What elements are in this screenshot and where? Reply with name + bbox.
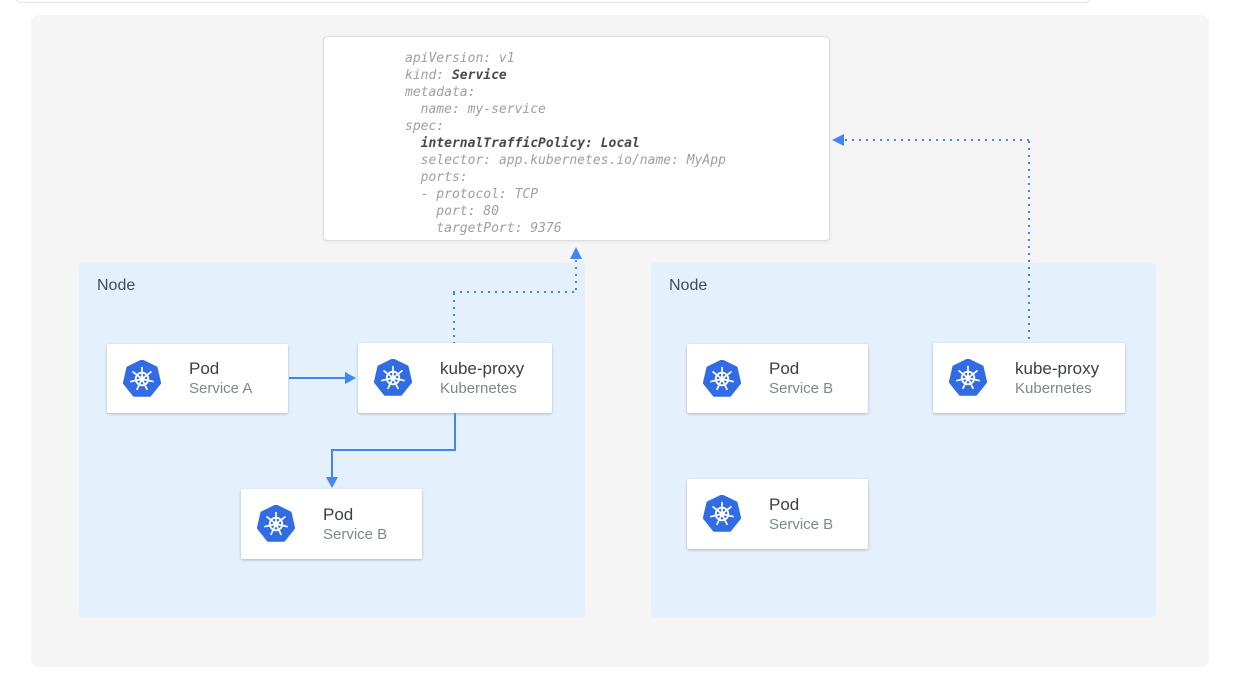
arrowhead-up-icon: [570, 247, 582, 259]
arrowhead-right-icon: [345, 372, 356, 384]
kubernetes-icon: [257, 505, 295, 543]
card-pod-service-a: Pod Service A: [107, 344, 288, 413]
card-subtitle: Service B: [769, 515, 834, 533]
card-title: kube-proxy: [1015, 358, 1100, 378]
yaml-line: spec:: [405, 119, 445, 134]
card-subtitle: Service B: [769, 380, 834, 397]
card-subtitle: Kubernetes: [440, 379, 517, 397]
card-title: Pod: [323, 504, 354, 524]
card-subtitle: Service B: [323, 525, 388, 543]
card-pod-service-b-left: Pod Service B: [241, 489, 422, 559]
kubernetes-icon: [374, 359, 412, 397]
kubernetes-icon: [703, 495, 741, 533]
card-title: Pod: [769, 359, 800, 378]
card-subtitle: Service A: [189, 380, 253, 397]
yaml-line: targetPort: 9376: [405, 221, 562, 236]
yaml-line: ports:: [405, 170, 468, 185]
card-title: kube-proxy: [440, 358, 525, 378]
node-label: Node: [669, 277, 708, 294]
kubernetes-icon: [949, 359, 987, 397]
yaml-line: apiVersion: v1: [405, 51, 515, 66]
kubernetes-icon: [123, 360, 161, 398]
yaml-line: port: 80: [405, 204, 499, 219]
card-title: Pod: [189, 359, 220, 378]
node-box-left: Node: [79, 263, 585, 617]
node-label: Node: [97, 277, 136, 294]
card-kube-proxy-left: kube-proxy Kubernetes: [358, 343, 552, 413]
card-kube-proxy-right: kube-proxy Kubernetes: [933, 343, 1125, 413]
card-subtitle: Kubernetes: [1015, 379, 1092, 397]
yaml-line: internalTrafficPolicy: Local: [420, 136, 640, 151]
yaml-code: apiVersion: v1 kind: Service metadata: nam…: [405, 50, 819, 237]
arrowhead-left-icon: [832, 134, 844, 146]
card-pod-service-b-right-1: Pod Service B: [687, 344, 868, 413]
yaml-line: kind: Service: [405, 68, 507, 83]
top-card-edge: [13, 0, 1093, 3]
arrowhead-down-icon: [326, 477, 338, 488]
kubernetes-icon: [703, 360, 741, 398]
service-yaml-card: apiVersion: v1 kind: Service metadata: nam…: [323, 36, 830, 241]
card-pod-service-b-right-2: Pod Service B: [687, 479, 868, 549]
yaml-line: - protocol: TCP: [405, 187, 539, 202]
yaml-line: name: my-service: [405, 102, 546, 117]
yaml-line: selector: app.kubernetes.io/name: MyApp: [405, 153, 726, 168]
card-title: Pod: [769, 494, 800, 514]
yaml-line: metadata:: [405, 85, 476, 100]
node-box-right: Node: [651, 263, 1156, 617]
